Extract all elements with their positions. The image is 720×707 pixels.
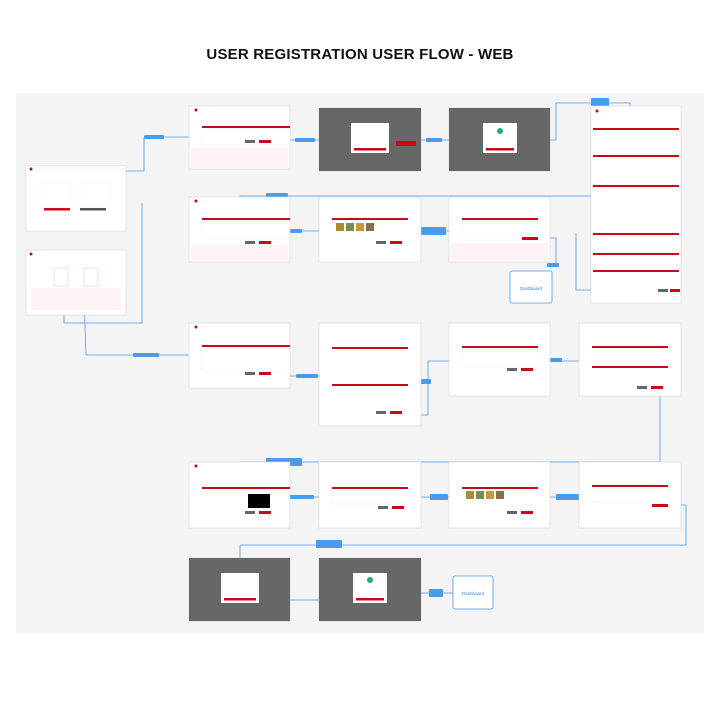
dashboard-label: Dashboard — [462, 591, 485, 596]
screen-otp-dialog — [188, 557, 291, 622]
screen-set-security — [188, 196, 291, 263]
screen-pick-image-2 — [448, 461, 551, 529]
page-title: USER REGISTRATION USER FLOW - WEB — [206, 46, 514, 63]
connector-tag — [295, 138, 315, 142]
screen-user-details — [318, 322, 422, 427]
connector-tag — [429, 589, 443, 597]
screen-confirm-settings — [448, 196, 551, 263]
connector — [126, 136, 189, 172]
screen-select-options — [25, 249, 127, 316]
dashboard-label: Dashboard — [520, 286, 543, 291]
connector-tag — [556, 494, 582, 500]
connector-tag — [296, 374, 318, 378]
screen-upload-document — [188, 461, 291, 529]
screen-long-form — [590, 105, 682, 304]
screen-verification-dialog — [318, 107, 422, 172]
connector-tag — [420, 227, 446, 235]
connector — [239, 390, 661, 465]
screen-verify-number — [188, 105, 291, 170]
dashboard-node-2: Dashboard — [452, 575, 494, 610]
dashboard-node-1: Dashboard — [509, 270, 553, 304]
screen-pick-image — [318, 196, 422, 263]
connector-tag — [547, 263, 559, 267]
screen-more-details — [448, 322, 551, 397]
connector-tag — [591, 98, 609, 106]
screen-basic-details — [188, 322, 291, 389]
connector — [239, 158, 617, 201]
screen-security-question — [318, 461, 422, 529]
screen-final-details — [578, 322, 682, 397]
screen-landing — [25, 165, 127, 232]
flow-board: Dashboard — [16, 93, 704, 633]
connector-tag — [316, 540, 342, 548]
connector-tag — [288, 495, 314, 499]
connector-tag — [430, 494, 448, 500]
connector-tag — [426, 138, 442, 142]
connector-tag — [266, 193, 288, 197]
screen-verified-dialog — [448, 107, 551, 172]
flow-diagram: Dashboard — [25, 98, 687, 622]
flow-screens: Dashboard — [25, 105, 682, 622]
screen-success-dialog — [318, 557, 422, 622]
screen-confirm-settings-2 — [578, 461, 682, 529]
connector-tag — [133, 353, 159, 357]
connector-tag — [144, 135, 164, 139]
